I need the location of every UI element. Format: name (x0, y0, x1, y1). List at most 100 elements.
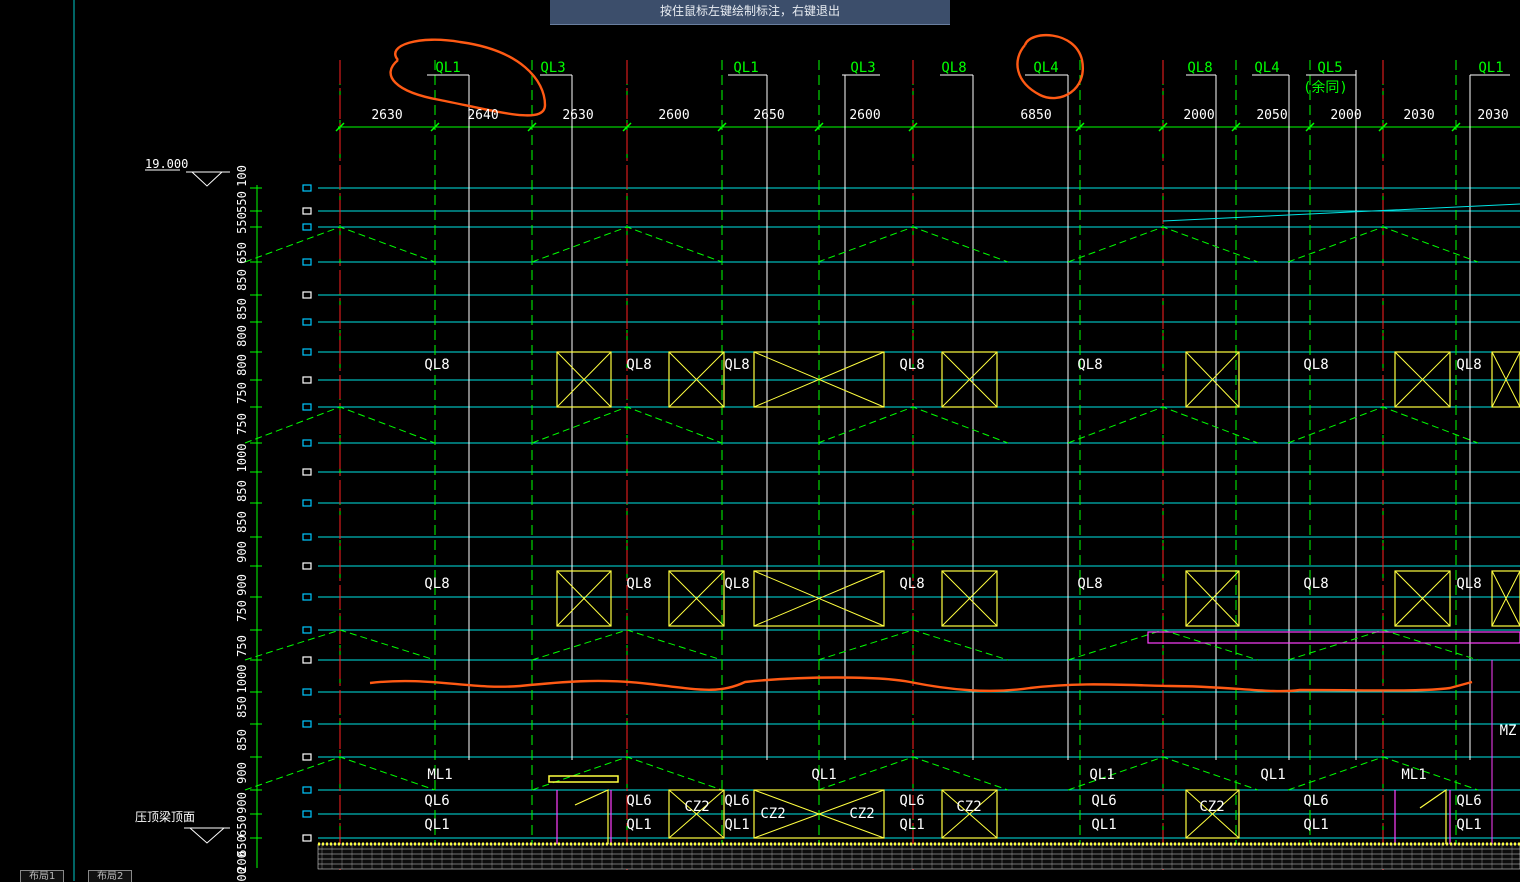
cross-line (753, 351, 885, 408)
tab-layout-1[interactable]: 布局1 (20, 870, 65, 882)
bracing-line (244, 226, 436, 263)
beam-label: QL6 (424, 793, 449, 809)
beam-label: QL8 (724, 357, 749, 373)
span-dimension: 2050 (1256, 108, 1287, 123)
cross-box (1185, 570, 1240, 627)
beam-label: QL1 (626, 817, 651, 833)
row-marker (302, 533, 312, 541)
dimension-tick (430, 122, 440, 132)
bracing-line (817, 756, 1009, 791)
row-dimension: 650 (235, 835, 249, 857)
slope-line (1162, 203, 1520, 222)
beam-label: QL8 (724, 576, 749, 592)
top-beam-label: QL1 (1478, 60, 1503, 76)
row-dimension: 550 (235, 191, 249, 213)
cross-line (556, 351, 612, 408)
row-marker (302, 593, 312, 601)
dimension-tick (1075, 122, 1085, 132)
beam-label: QL8 (899, 576, 924, 592)
cross-box (668, 351, 725, 408)
row-marker (302, 688, 312, 696)
row-dimension: 850 (235, 480, 249, 502)
beam-label: QL1 (424, 817, 449, 833)
row-dimension: 1000 (235, 444, 249, 473)
cross-box (753, 351, 885, 408)
dimension-tick (814, 122, 824, 132)
cross-line (753, 789, 885, 839)
bracing-line (531, 629, 723, 661)
beam-label: QL1 (1260, 767, 1285, 783)
cross-box (941, 351, 998, 408)
cross-line (1185, 351, 1240, 408)
bracing-line (1287, 406, 1479, 444)
cross-line (941, 351, 998, 408)
row-marker (302, 753, 312, 761)
dimension-tick (622, 122, 632, 132)
row-dimension: 650 (235, 242, 249, 264)
top-beam-label: QL5 (1317, 60, 1342, 76)
small-frame (548, 775, 619, 783)
cross-box (556, 570, 612, 627)
row-marker (302, 207, 312, 215)
row-dimension: 800 (235, 354, 249, 376)
row-marker (302, 439, 312, 447)
dimension-tick (1378, 122, 1388, 132)
cross-box (1394, 570, 1451, 627)
row-marker (302, 810, 312, 818)
beam-label: CZ2 (956, 799, 981, 815)
beam-label: QL6 (1456, 793, 1481, 809)
cross-line (668, 351, 725, 408)
bracing-line (1067, 226, 1259, 263)
cross-box (1491, 570, 1520, 627)
tab-layout-2[interactable]: 布局2 (88, 870, 133, 882)
beam-label: QL8 (1456, 576, 1481, 592)
bracing-line (1287, 629, 1479, 661)
row-dimension: 900 (235, 792, 249, 814)
row-marker (302, 348, 312, 356)
top-beam-label: QL8 (1187, 60, 1212, 76)
beam-label: QL1 (724, 817, 749, 833)
lower-frame (668, 789, 725, 839)
cross-line (1491, 351, 1520, 408)
row-dimension: 850 (235, 269, 249, 291)
row-dimension: 850 (235, 696, 249, 718)
row-dimension: 100 (235, 165, 249, 187)
magenta-bar (1147, 631, 1520, 644)
row-marker (302, 834, 312, 842)
beam-label: QL8 (1303, 357, 1328, 373)
top-beam-label: QL1 (733, 60, 758, 76)
bracing-line (1287, 226, 1479, 263)
beam-label: CZ2 (849, 806, 874, 822)
row-dimension: 900 (235, 574, 249, 596)
layout-tabs: 布局1 布局2 (0, 868, 1520, 882)
beam-label: CZ2 (1199, 799, 1224, 815)
bracing-line (1067, 756, 1259, 791)
beam-label: ML1 (427, 767, 452, 783)
beam-label: QL1 (1089, 767, 1114, 783)
cross-line (556, 570, 612, 627)
beam-label: QL8 (899, 357, 924, 373)
bracing-line (817, 629, 1009, 661)
dimension-tick (717, 122, 727, 132)
span-dimension: 2650 (753, 108, 784, 123)
bracing-line (244, 756, 436, 791)
bracing-line (817, 406, 1009, 444)
span-dimension: 2630 (371, 108, 402, 123)
beam-label: QL1 (1303, 817, 1328, 833)
row-marker (302, 318, 312, 326)
beam-label: MZ (1500, 723, 1517, 739)
beam-label: QL6 (626, 793, 651, 809)
row-marker (302, 786, 312, 794)
span-dimension: 2030 (1477, 108, 1508, 123)
row-dimension: 800 (235, 867, 249, 881)
bracing-line (1067, 406, 1259, 444)
row-dimension: 750 (235, 600, 249, 622)
cross-line (941, 789, 998, 839)
row-dimension: 750 (235, 635, 249, 657)
row-marker (302, 499, 312, 507)
span-dimension: 2000 (1330, 108, 1361, 123)
row-dimension: 750 (235, 413, 249, 435)
row-marker (302, 403, 312, 411)
